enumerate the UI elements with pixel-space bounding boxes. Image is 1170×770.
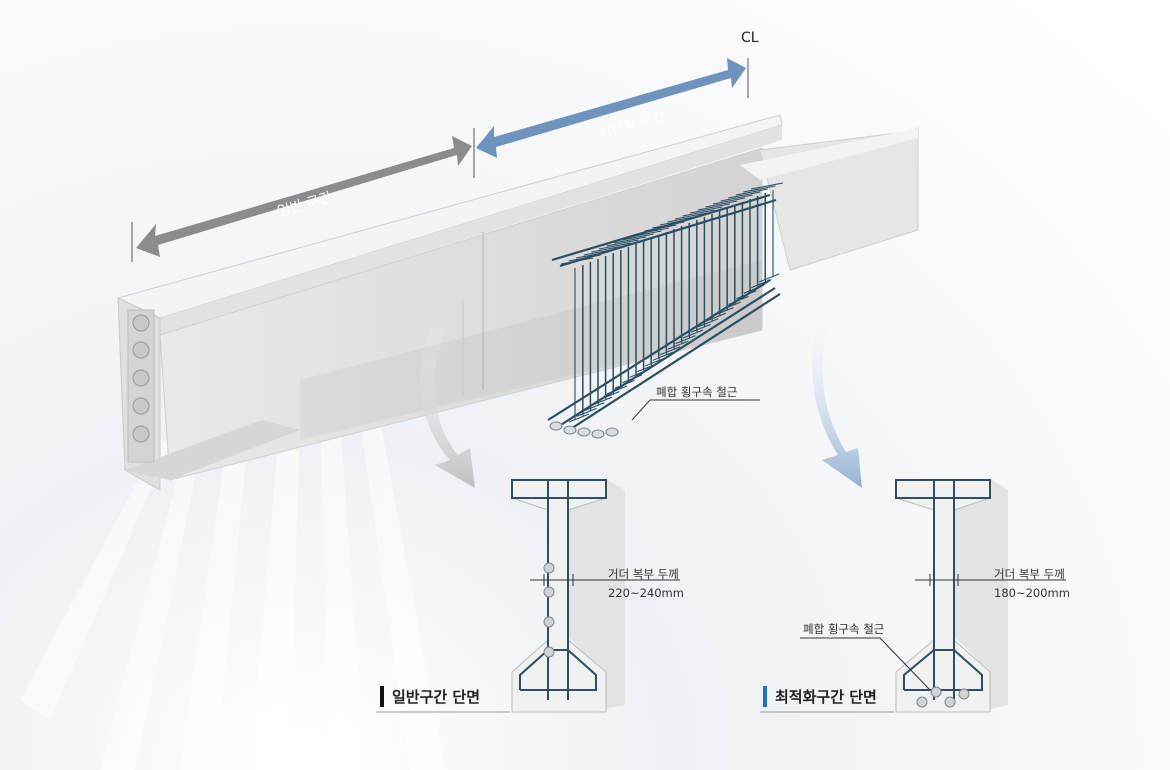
rebar-cage — [547, 182, 784, 439]
right-rebar-callout-label: 폐합 횡구속 철근 — [803, 622, 885, 636]
tendon-duct-end — [605, 427, 619, 437]
tendon-duct-end — [549, 421, 563, 431]
rebar-longitudinal-bar — [559, 198, 777, 268]
centerline-symbol: CL — [741, 30, 759, 46]
optimized-section-title: 최적화구간 단면 — [763, 686, 877, 707]
general-cross-section — [511, 479, 680, 713]
section-arrows — [131, 58, 749, 262]
rebar-longitudinal-bar — [551, 193, 771, 262]
rebar-longitudinal-bar — [547, 279, 771, 421]
optimized-sweep-arrow — [812, 300, 862, 488]
background-light-rays — [20, 420, 445, 770]
general-sweep-arrow — [420, 310, 475, 488]
tendon-duct-end — [591, 429, 605, 439]
general-section-arrow — [136, 136, 472, 257]
right-web-thickness-title: 거더 복부 두께 — [994, 567, 1065, 581]
rebar-stirrup — [750, 182, 784, 283]
optimized-section-arrow — [476, 58, 746, 158]
optimized-cross-section — [800, 479, 1066, 713]
rebar-longitudinal-bar — [555, 287, 776, 429]
rebar-callout-leader — [631, 399, 760, 421]
tendon-duct-end — [577, 427, 591, 437]
right-web-thickness-value: 180~200mm — [994, 586, 1070, 600]
left-web-thickness-title: 거더 복부 두께 — [608, 567, 679, 581]
rebar-callout-label: 폐합 횡구속 철근 — [656, 385, 738, 399]
left-web-thickness-value: 220~240mm — [608, 586, 684, 600]
anchorage-plates — [127, 309, 155, 463]
rebar-longitudinal-bar — [565, 293, 781, 433]
back-girder — [740, 127, 919, 271]
tendon-duct-end — [563, 425, 577, 435]
centerline-label: CL — [741, 30, 759, 46]
general-section-title: 일반구간 단면 — [380, 686, 480, 707]
concrete-girder — [116, 114, 783, 491]
